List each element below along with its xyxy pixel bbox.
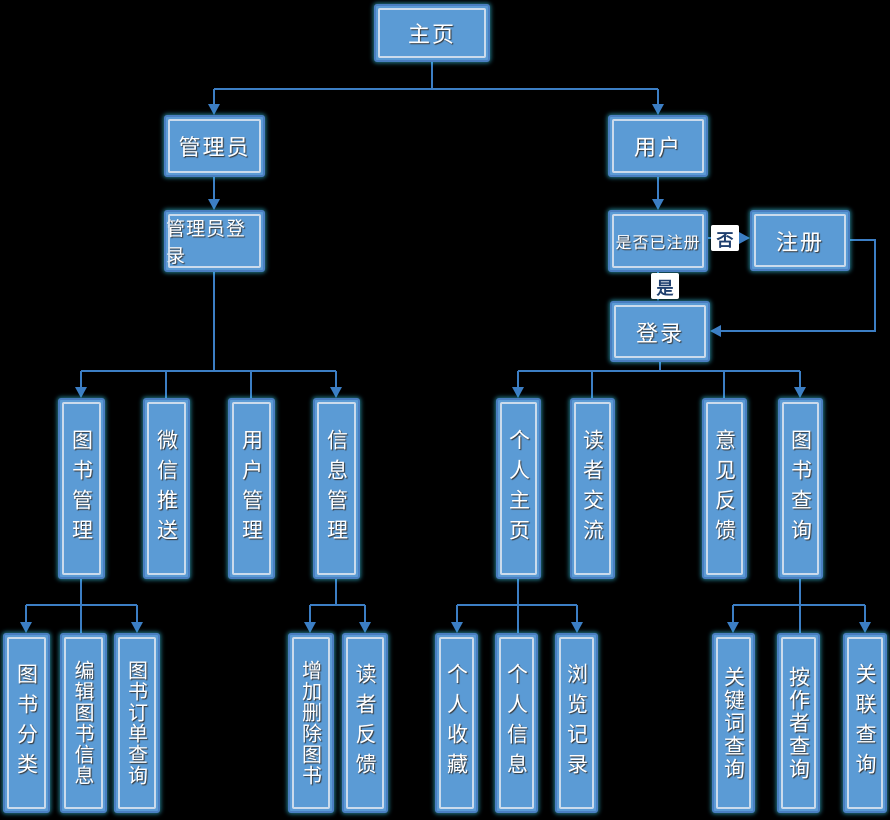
node-book-query: 图书查询 (778, 398, 823, 579)
node-personal-collection: 个人收藏 (435, 633, 478, 813)
node-book-category: 图书分类 (3, 633, 50, 813)
node-wechat-push: 微信推送 (143, 398, 190, 579)
node-register: 注册 (750, 210, 850, 271)
node-personal-home: 个人主页 (496, 398, 541, 579)
node-user-mgmt: 用户管理 (228, 398, 275, 579)
node-related-query: 关联查询 (843, 633, 887, 813)
node-user: 用户 (608, 115, 708, 177)
node-reader-exchange: 读者交流 (570, 398, 615, 579)
node-admin: 管理员 (164, 115, 265, 177)
node-admin-login: 管理员登录 (164, 210, 265, 272)
node-book-mgmt: 图书管理 (58, 398, 105, 579)
node-registered-check: 是否已注册 (608, 210, 708, 272)
node-add-delete-book: 增加删除图书 (288, 633, 334, 813)
node-info-mgmt: 信息管理 (313, 398, 360, 579)
node-book-order-query: 图书订单查询 (114, 633, 160, 813)
node-edit-book-info: 编辑图书信息 (60, 633, 107, 813)
edge-label-no: 否 (711, 225, 739, 251)
node-login: 登录 (610, 301, 710, 362)
node-personal-info: 个人信息 (495, 633, 538, 813)
node-keyword-query: 关键词查询 (712, 633, 755, 813)
node-feedback: 意见反馈 (702, 398, 747, 579)
node-author-query: 按作者查询 (777, 633, 820, 813)
node-home: 主页 (374, 4, 490, 62)
edge-label-yes: 是 (651, 273, 679, 299)
node-reader-feedback: 读者反馈 (342, 633, 388, 813)
node-browse-history: 浏览记录 (555, 633, 598, 813)
